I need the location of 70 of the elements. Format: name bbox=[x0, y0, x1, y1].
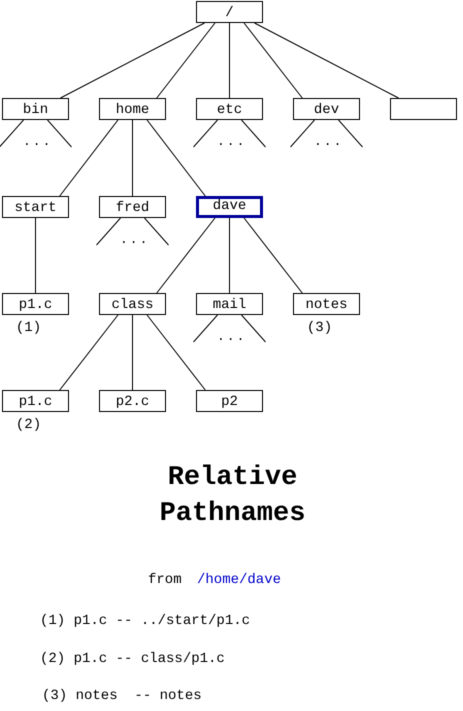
directory-box bbox=[99, 98, 166, 120]
directory-name: class bbox=[111, 297, 154, 313]
directory-name: fred bbox=[116, 200, 150, 216]
directory-name: etc bbox=[216, 102, 242, 118]
reference-number: (3) bbox=[306, 320, 334, 336]
directory-box bbox=[2, 98, 69, 120]
label-text: from bbox=[148, 571, 182, 589]
tree-line bbox=[244, 218, 303, 294]
tree-line bbox=[144, 218, 169, 246]
tree-line bbox=[290, 120, 315, 148]
tree-line bbox=[156, 218, 216, 294]
directory-name: p2.c bbox=[116, 394, 150, 410]
ellipsis: ... bbox=[217, 328, 246, 346]
directory-name: notes bbox=[305, 297, 348, 313]
directory-box bbox=[2, 293, 69, 315]
tree-line bbox=[193, 120, 218, 148]
path-text: /home/dave bbox=[197, 571, 282, 589]
tree-line bbox=[193, 314, 218, 342]
directory-box bbox=[99, 390, 166, 412]
tree-line bbox=[0, 120, 24, 148]
tree-line bbox=[132, 120, 133, 196]
tree-line bbox=[47, 120, 72, 148]
tree-line bbox=[132, 314, 133, 390]
title: Relative Pathnames bbox=[158, 462, 306, 531]
directory-box bbox=[196, 1, 263, 23]
directory-box bbox=[196, 98, 263, 120]
directory-name: bin bbox=[22, 102, 48, 118]
ellipsis: ... bbox=[23, 133, 52, 151]
directory-box bbox=[2, 390, 69, 412]
tree-line bbox=[241, 314, 266, 342]
ellipsis: ... bbox=[314, 133, 344, 151]
tree-line bbox=[229, 218, 230, 294]
tree-line bbox=[35, 218, 36, 294]
directory-name: start bbox=[14, 200, 56, 216]
tree-line bbox=[59, 314, 118, 390]
directory-box bbox=[196, 196, 263, 218]
reference-number: (2) bbox=[14, 417, 42, 433]
directory-box bbox=[99, 293, 166, 315]
reference-number: (1) bbox=[14, 320, 42, 336]
ellipsis: ... bbox=[120, 231, 150, 249]
tree-line bbox=[241, 120, 266, 148]
empty-box bbox=[390, 98, 457, 120]
tree-line bbox=[254, 22, 399, 98]
tree-line bbox=[146, 314, 206, 390]
directory-name: / bbox=[225, 5, 234, 21]
directory-name: p1.c bbox=[18, 297, 52, 313]
directory-name: p2 bbox=[221, 394, 238, 410]
pathname-example: (2) p1.c -- class/p1.c bbox=[40, 650, 225, 668]
tree-line bbox=[59, 120, 118, 196]
pathname-example: (3) notes -- notes bbox=[42, 687, 202, 705]
directory-box bbox=[196, 390, 263, 412]
tree-line bbox=[156, 22, 216, 98]
tree-line bbox=[146, 120, 206, 196]
directory-box bbox=[293, 98, 360, 120]
directory-box bbox=[2, 196, 69, 218]
directory-box bbox=[99, 196, 166, 218]
directory-name: home bbox=[116, 102, 150, 118]
directory-box bbox=[196, 293, 263, 315]
tree-line bbox=[244, 22, 303, 98]
directory-name: p1.c bbox=[18, 394, 52, 410]
tree-line bbox=[96, 218, 121, 246]
ellipsis: ... bbox=[217, 133, 246, 151]
tree-line bbox=[338, 120, 363, 148]
tree-line bbox=[229, 22, 230, 98]
directory-name: dev bbox=[314, 102, 340, 118]
tree-line bbox=[60, 22, 205, 98]
directory-box bbox=[293, 293, 360, 315]
directory-name: mail bbox=[212, 297, 246, 313]
directory-name: dave bbox=[212, 198, 246, 214]
pathname-example: (1) p1.c -- ../start/p1.c bbox=[40, 612, 250, 630]
